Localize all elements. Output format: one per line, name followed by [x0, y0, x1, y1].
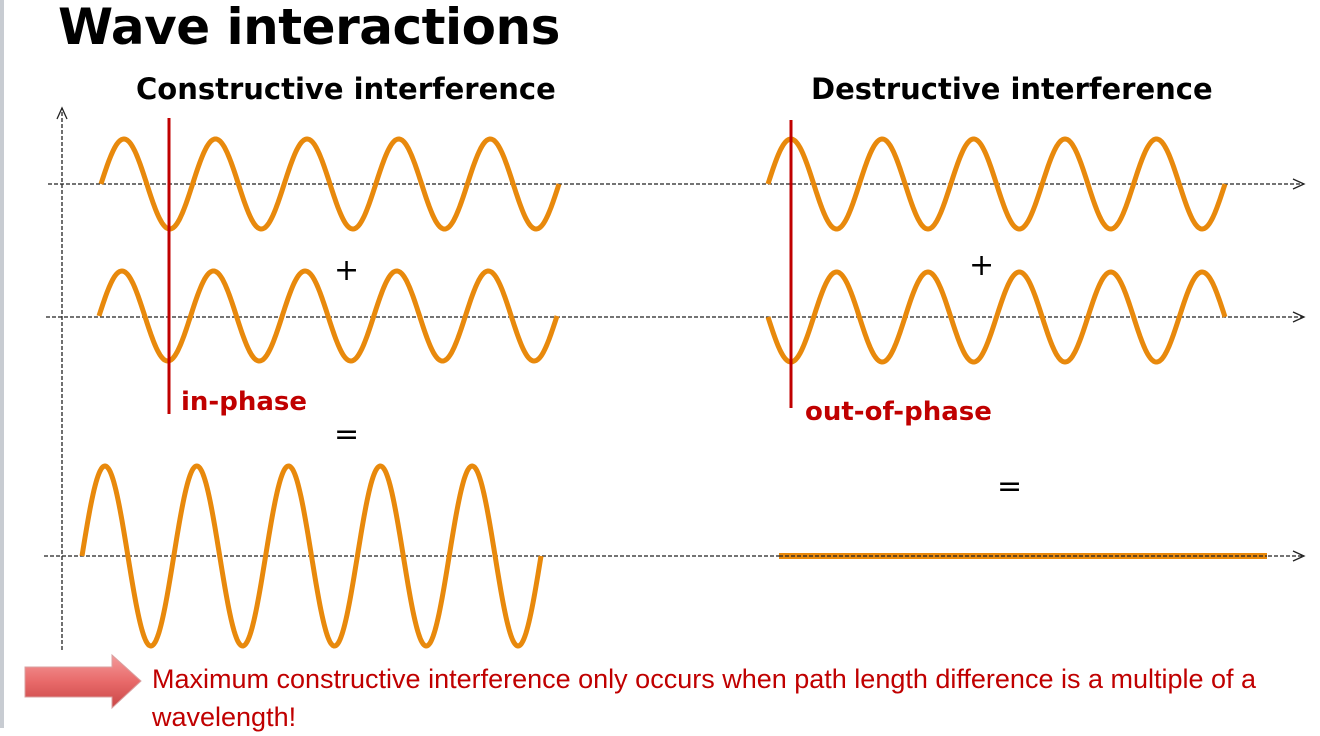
- destructive-equals-sign: =: [997, 469, 1023, 504]
- waves: [79, 136, 1267, 649]
- destructive-plus-sign: +: [969, 248, 995, 283]
- destructive-heading: Destructive interference: [811, 72, 1213, 106]
- out-of-phase-label: out-of-phase: [805, 397, 992, 427]
- destructive-wave-1: [765, 136, 1228, 232]
- right-arrow-icon: [24, 653, 142, 710]
- in-phase-label: in-phase: [181, 387, 307, 417]
- constructive-equals-sign: =: [334, 417, 360, 452]
- conclusion-note: Maximum constructive interference only o…: [152, 664, 1257, 732]
- slide-title: Wave interactions: [58, 0, 560, 56]
- constructive-heading: Constructive interference: [136, 72, 556, 106]
- slide-left-border: [0, 0, 4, 728]
- axes: [44, 106, 1306, 650]
- destructive-wave-2: [765, 269, 1228, 365]
- constructive-wave-2: [96, 268, 560, 364]
- constructive-wave-1: [98, 136, 562, 232]
- constructive-plus-sign: +: [334, 253, 360, 288]
- phase-markers: [167, 118, 793, 414]
- constructive-sum-wave: [79, 463, 544, 649]
